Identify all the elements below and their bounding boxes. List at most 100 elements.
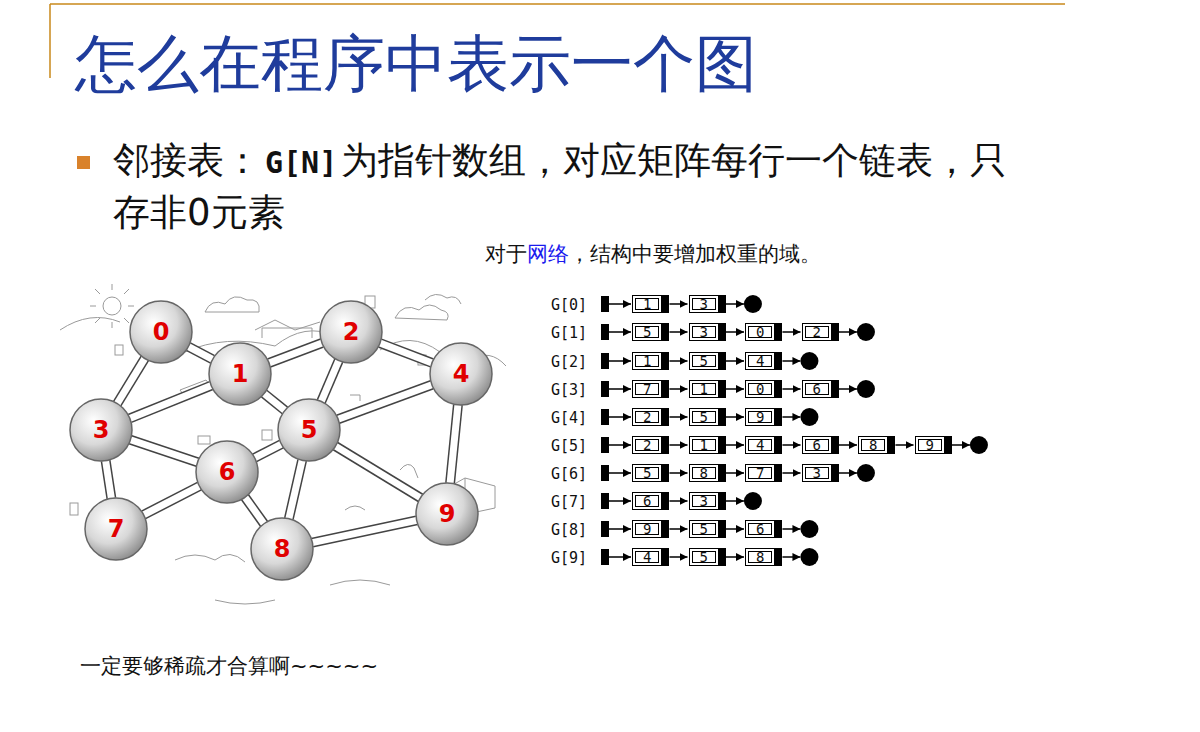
- list-entry: 5: [700, 549, 708, 565]
- list-node-box: 5: [689, 408, 726, 426]
- null-arrow: [782, 416, 800, 418]
- list-entry: 2: [643, 409, 651, 425]
- vertex-number: 9: [414, 481, 480, 547]
- list-node-box: 6: [632, 492, 669, 510]
- list-head-label: G[9]: [551, 549, 587, 567]
- null-terminator: [857, 323, 875, 341]
- vertex-circle: 2: [318, 299, 384, 365]
- road-edge: [130, 440, 197, 462]
- list-node-box: 3: [689, 492, 726, 510]
- list-entry: 5: [643, 324, 651, 340]
- list-node-box: 4: [745, 352, 782, 370]
- header-rule: [50, 3, 1065, 5]
- pointer-arrow: [726, 417, 744, 418]
- list-pointers: [601, 295, 988, 566]
- pointer-arrow: [726, 529, 744, 530]
- list-entry: 5: [700, 353, 708, 369]
- list-node-box: 4: [632, 548, 669, 566]
- list-entry: 9: [643, 521, 651, 537]
- list-node-box: 6: [802, 380, 839, 398]
- list-entry: 8: [756, 549, 764, 565]
- null-terminator: [857, 380, 875, 398]
- list-head-label: G[1]: [551, 324, 587, 342]
- list-node-box: 2: [632, 436, 669, 454]
- slide-title: 怎么在程序中表示一个图: [75, 22, 757, 106]
- vertex-number: 1: [207, 341, 273, 407]
- vertex-number: 2: [318, 299, 384, 365]
- list-node-box: 9: [745, 408, 782, 426]
- list-head-label: G[0]: [551, 296, 587, 314]
- head-arrow: [609, 388, 631, 390]
- pointer-arrow: [669, 445, 687, 446]
- list-node-box: 7: [745, 464, 782, 482]
- head-pointer: [601, 353, 609, 369]
- vertex-number: 6: [194, 439, 260, 505]
- bullet-text: 邻接表：: [113, 139, 261, 182]
- list-entry: 7: [643, 381, 651, 397]
- head-arrow: [609, 556, 631, 558]
- list-head-label: G[8]: [551, 521, 587, 539]
- list-entry: 8: [869, 437, 877, 453]
- pointer-arrow: [669, 473, 687, 474]
- head-pointer: [601, 465, 609, 481]
- road-edge: [255, 444, 282, 458]
- list-entry: 5: [700, 409, 708, 425]
- null-terminator: [800, 352, 818, 370]
- road-edge: [130, 386, 211, 419]
- vertex-circle: 5: [276, 397, 342, 463]
- list-entry: 4: [643, 549, 651, 565]
- list-entry: 3: [813, 465, 821, 481]
- list-entry: 0: [756, 324, 764, 340]
- vertex-number: 5: [276, 397, 342, 463]
- road-edge: [335, 446, 420, 498]
- list-entry: 0: [756, 381, 764, 397]
- list-node-box: 3: [802, 464, 839, 482]
- list-node-box: 8: [858, 436, 895, 454]
- vertex-circle: 6: [194, 439, 260, 505]
- list-node-box: 8: [689, 464, 726, 482]
- list-node-box: 5: [689, 352, 726, 370]
- list-head-label: G[6]: [551, 465, 587, 483]
- pointer-arrow: [669, 361, 687, 362]
- list-node-box: 0: [745, 380, 782, 398]
- list-node-box: 3: [689, 295, 726, 313]
- note-text: 对于: [485, 242, 527, 266]
- list-node-box: 5: [632, 464, 669, 482]
- list-entry: 4: [756, 437, 764, 453]
- pointer-arrow: [726, 557, 744, 558]
- list-entry: 6: [756, 521, 764, 537]
- list-node-box: 9: [915, 436, 952, 454]
- head-arrow: [609, 500, 631, 502]
- head-arrow: [609, 528, 631, 530]
- list-node-box: 4: [745, 436, 782, 454]
- list-head-label: G[7]: [551, 493, 587, 511]
- road-edge: [338, 385, 432, 420]
- list-node-box: 2: [632, 408, 669, 426]
- pointer-arrow: [669, 304, 687, 305]
- head-pointer: [601, 437, 609, 453]
- list-entry: 1: [643, 296, 651, 312]
- list-entry: 3: [700, 493, 708, 509]
- list-entry: 1: [643, 353, 651, 369]
- null-terminator: [857, 464, 875, 482]
- pointer-arrow: [726, 332, 744, 333]
- null-arrow: [839, 331, 857, 333]
- road-edge: [117, 358, 145, 403]
- road-edge: [380, 343, 432, 363]
- list-head-label: G[4]: [551, 409, 587, 427]
- vertex-number: 0: [128, 299, 194, 365]
- list-node-box: 6: [802, 436, 839, 454]
- list-node-box: 9: [632, 520, 669, 538]
- vertex-circle: 3: [68, 397, 134, 463]
- pointer-arrow: [669, 501, 687, 502]
- road-edge: [144, 486, 200, 515]
- pointer-arrow: [669, 557, 687, 558]
- list-head-label: G[5]: [551, 437, 587, 455]
- list-node-box: 3: [689, 323, 726, 341]
- head-arrow: [609, 472, 631, 474]
- pointer-arrow: [726, 361, 744, 362]
- head-arrow: [609, 416, 631, 418]
- null-terminator: [800, 408, 818, 426]
- vertex-circle: 0: [128, 299, 194, 365]
